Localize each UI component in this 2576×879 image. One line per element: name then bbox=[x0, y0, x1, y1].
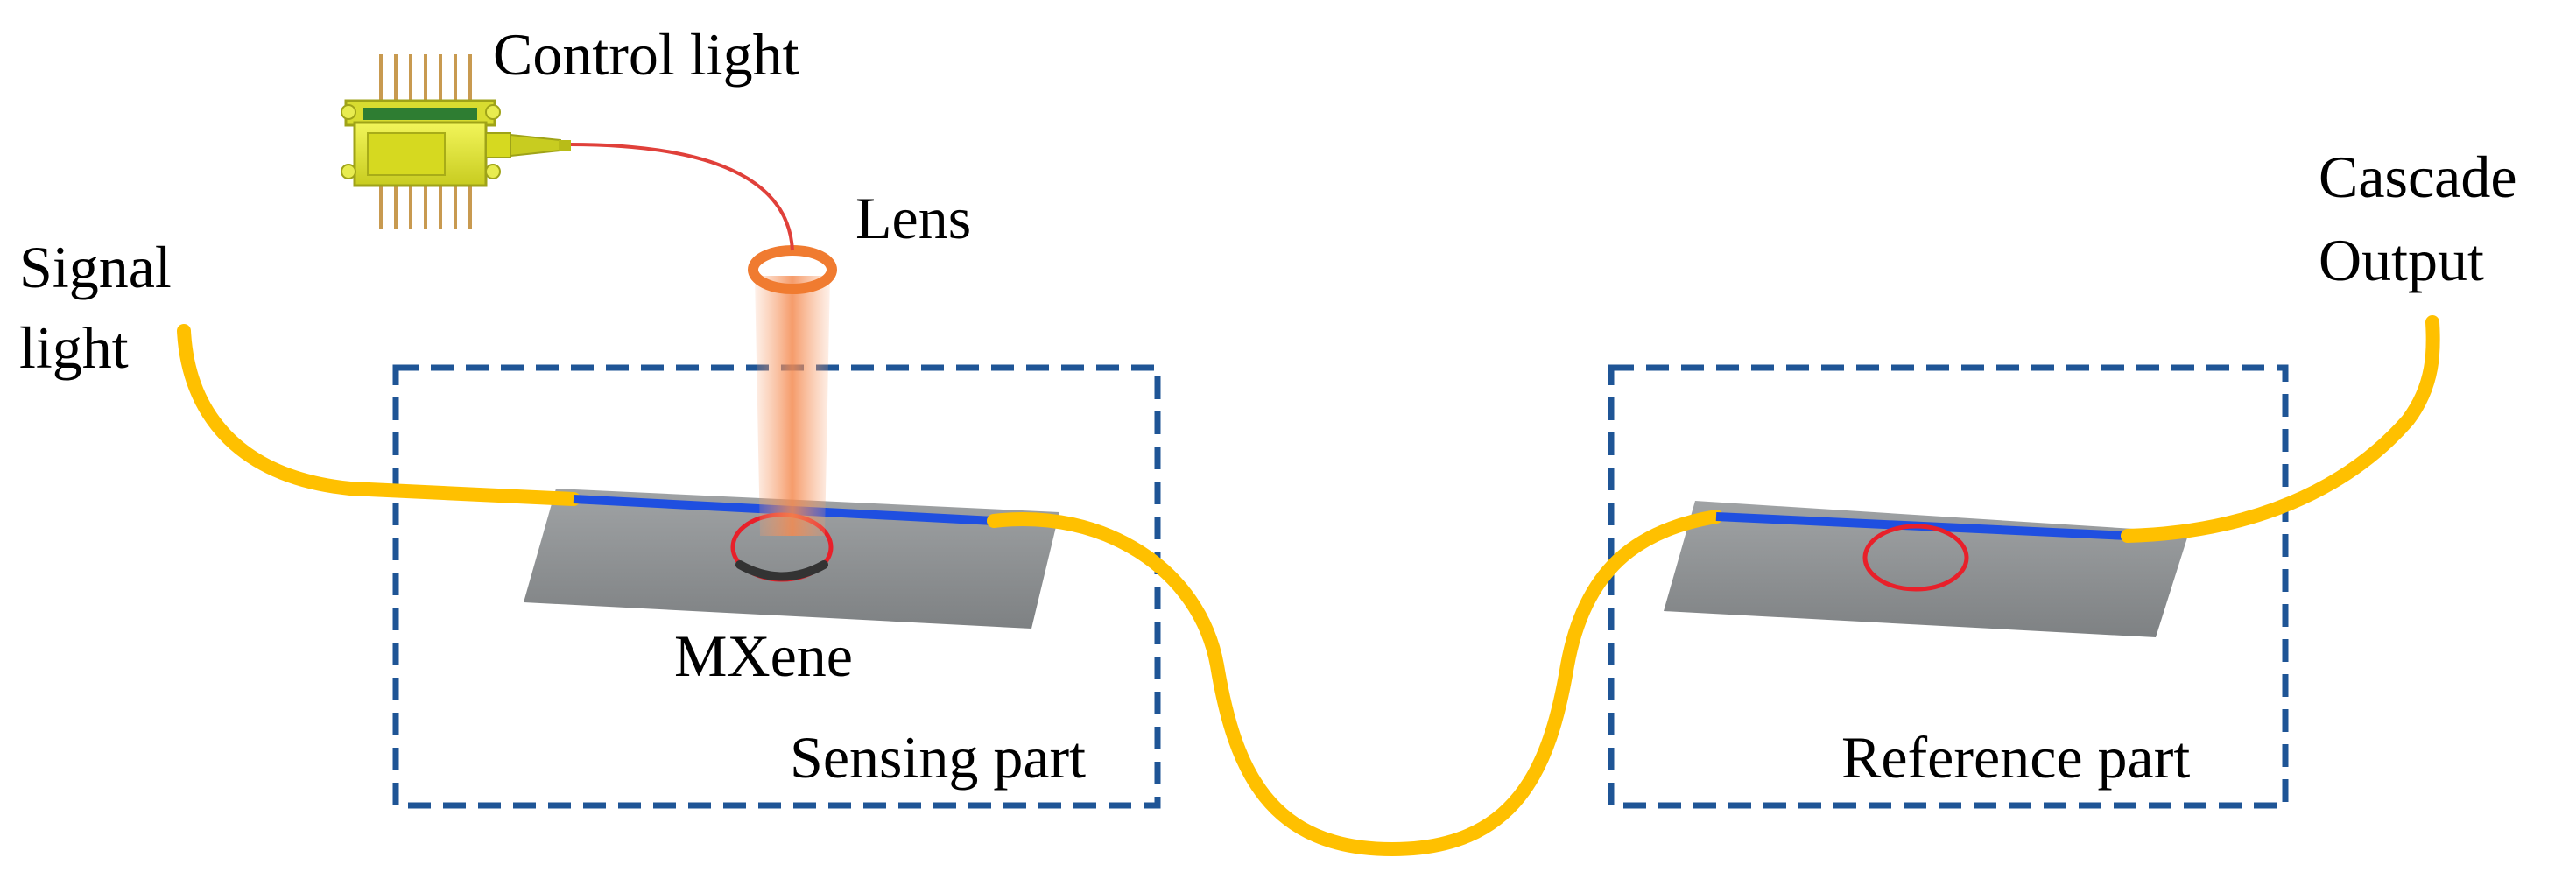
output-fiber bbox=[2121, 315, 2440, 543]
signal-light-label-line1: Signal bbox=[19, 234, 172, 300]
sensing-chip bbox=[524, 489, 1059, 629]
mxene-label: MXene bbox=[674, 622, 853, 689]
cascade-output-label-line1: Cascade bbox=[2319, 144, 2517, 210]
control-light-beam bbox=[755, 276, 830, 536]
reference-microring bbox=[1862, 524, 1969, 592]
reference-part-box bbox=[1608, 364, 2289, 809]
reference-part-label: Reference part bbox=[1841, 724, 2190, 791]
connecting-fiber bbox=[987, 510, 1723, 857]
mxene-coating bbox=[735, 560, 828, 581]
control-fiber bbox=[568, 143, 794, 251]
lens-label: Lens bbox=[855, 185, 971, 251]
sensing-part-label: Sensing part bbox=[790, 724, 1086, 791]
signal-fiber bbox=[177, 324, 581, 506]
laser-module-icon bbox=[341, 54, 571, 229]
control-light-label: Control light bbox=[493, 21, 799, 88]
cascade-output-label-line2: Output bbox=[2319, 227, 2484, 293]
signal-light-label-line2: light bbox=[19, 314, 129, 381]
sensing-part-box bbox=[392, 364, 1161, 809]
